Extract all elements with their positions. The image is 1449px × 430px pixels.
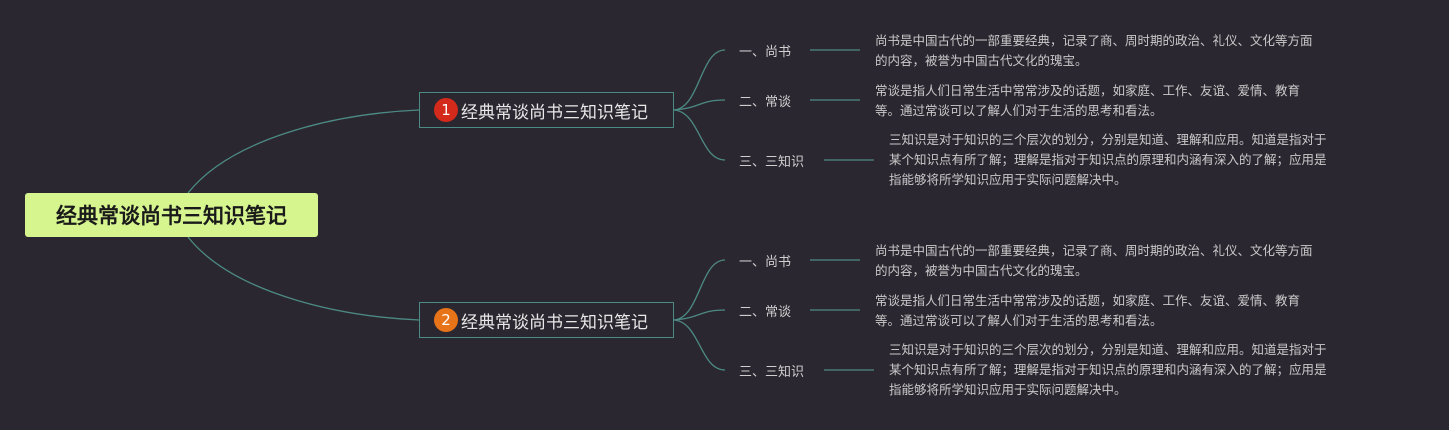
connector-root-branch-1: [187, 109, 420, 194]
note-line: 常谈是指人们日常生活中常常涉及的话题，如家庭、工作、友谊、爱情、教育: [875, 293, 1301, 308]
subtopic-changtan[interactable]: 二、常谈: [739, 95, 792, 110]
note-line: 常谈是指人们日常生活中常常涉及的话题，如家庭、工作、友谊、爱情、教育: [875, 83, 1301, 98]
root-topic-label: 经典常谈尚书三知识笔记: [56, 204, 287, 228]
note-shangshu: 尚书是中国古代的一部重要经典，记录了商、周时期的政治、礼仪、文化等方面 的内容，…: [875, 241, 1313, 281]
note-line: 某个知识点有所了解；理解是指对于知识点的原理和内涵有深入的了解；应用是: [889, 362, 1327, 377]
priority-2-icon: 2: [434, 308, 458, 332]
note-line: 指能够将所学知识应用于实际问题解决中。: [889, 172, 1127, 187]
root-topic[interactable]: 经典常谈尚书三知识笔记: [25, 193, 318, 237]
subtopic-sanzhishi[interactable]: 三、三知识: [739, 365, 805, 380]
note-line: 尚书是中国古代的一部重要经典，记录了商、周时期的政治、礼仪、文化等方面: [875, 243, 1313, 258]
note-changtan: 常谈是指人们日常生活中常常涉及的话题，如家庭、工作、友谊、爱情、教育 等。通过常…: [875, 291, 1300, 331]
note-line: 等。通过常谈可以了解人们对于生活的思考和看法。: [875, 103, 1163, 118]
note-line: 三知识是对于知识的三个层次的划分，分别是知道、理解和应用。知道是指对于: [889, 342, 1327, 357]
subtopic-shangshu[interactable]: 一、尚书: [739, 45, 792, 60]
priority-1-icon: 1: [434, 98, 458, 122]
branch-topic-2[interactable]: 2 经典常谈尚书三知识笔记: [419, 302, 674, 338]
connector-root-branch-2: [187, 236, 420, 321]
branch-topic-label: 经典常谈尚书三知识笔记: [461, 312, 648, 333]
connector-b2-topic-3: [673, 319, 726, 371]
subtopic-shangshu[interactable]: 一、尚书: [739, 255, 792, 270]
subtopic-changtan[interactable]: 二、常谈: [739, 305, 792, 320]
branch-topic-1[interactable]: 1 经典常谈尚书三知识笔记: [419, 92, 674, 128]
connector-b2-topic-2: [673, 309, 726, 321]
connector-b1-topic-2: [673, 99, 726, 111]
note-sanzhishi: 三知识是对于知识的三个层次的划分，分别是知道、理解和应用。知道是指对于 某个知识…: [889, 340, 1327, 400]
connector-b1-topic-1: [673, 49, 726, 111]
note-line: 等。通过常谈可以了解人们对于生活的思考和看法。: [875, 313, 1163, 328]
note-shangshu: 尚书是中国古代的一部重要经典，记录了商、周时期的政治、礼仪、文化等方面 的内容，…: [875, 31, 1313, 71]
note-line: 某个知识点有所了解；理解是指对于知识点的原理和内涵有深入的了解；应用是: [889, 152, 1327, 167]
connector-b1-topic-3: [673, 109, 726, 161]
note-line: 三知识是对于知识的三个层次的划分，分别是知道、理解和应用。知道是指对于: [889, 132, 1327, 147]
subtopic-sanzhishi[interactable]: 三、三知识: [739, 155, 805, 170]
note-line: 指能够将所学知识应用于实际问题解决中。: [889, 382, 1127, 397]
note-line: 的内容，被誉为中国古代文化的瑰宝。: [875, 263, 1088, 278]
note-sanzhishi: 三知识是对于知识的三个层次的划分，分别是知道、理解和应用。知道是指对于 某个知识…: [889, 130, 1327, 190]
branch-topic-label: 经典常谈尚书三知识笔记: [461, 102, 648, 123]
note-line: 的内容，被誉为中国古代文化的瑰宝。: [875, 53, 1088, 68]
note-line: 尚书是中国古代的一部重要经典，记录了商、周时期的政治、礼仪、文化等方面: [875, 33, 1313, 48]
connector-b2-topic-1: [673, 259, 726, 321]
note-changtan: 常谈是指人们日常生活中常常涉及的话题，如家庭、工作、友谊、爱情、教育 等。通过常…: [875, 81, 1300, 121]
